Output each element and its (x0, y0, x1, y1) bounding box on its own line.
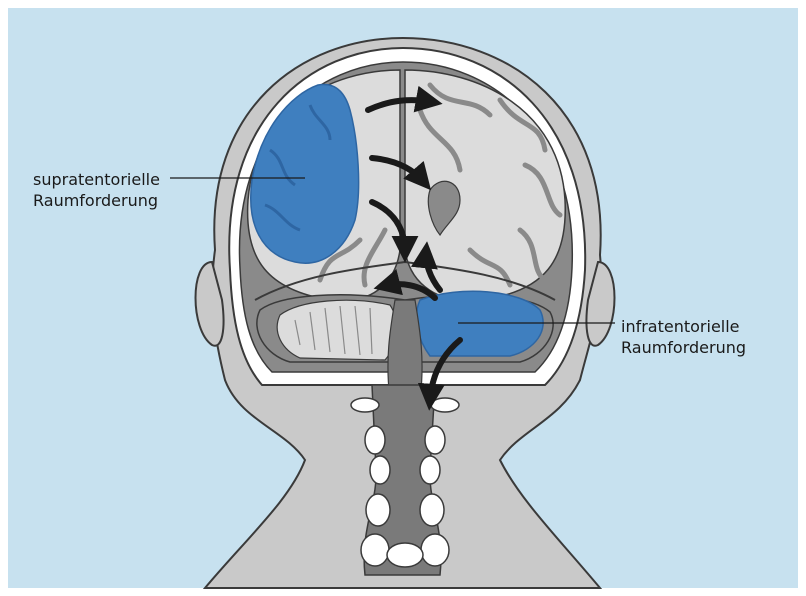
label-supratentorial: supratentorielle Raumforderung (33, 169, 160, 211)
label-supratentorial-line2: Raumforderung (33, 190, 160, 211)
infratentorial-lesion (416, 291, 543, 356)
left-cerebellum (277, 300, 396, 360)
label-supratentorial-line1: supratentorielle (33, 169, 160, 190)
label-infratentorial-line1: infratentorielle (621, 316, 746, 337)
label-infratentorial-line2: Raumforderung (621, 337, 746, 358)
label-infratentorial: infratentorielle Raumforderung (621, 316, 746, 358)
